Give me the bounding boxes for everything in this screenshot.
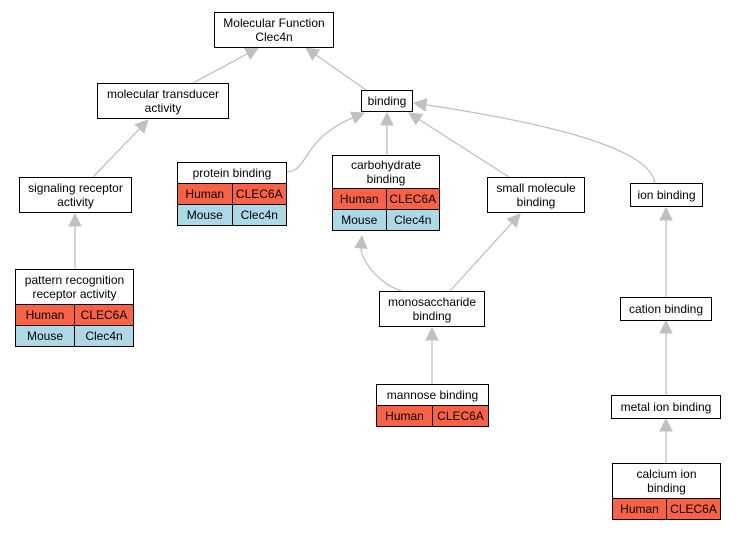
node-title: Molecular Function Clec4n <box>223 16 325 44</box>
node-binding[interactable]: binding <box>361 90 413 112</box>
gene-cell: CLEC6A <box>432 406 488 426</box>
annotation-row-human: Human CLEC6A <box>178 183 286 204</box>
node-title: protein binding <box>192 166 272 180</box>
node-title: calcium ion binding <box>636 467 697 495</box>
gene-cell: CLEC6A <box>231 184 287 204</box>
node-title: ion binding <box>637 188 696 202</box>
gene-cell: Clec4n <box>74 326 133 346</box>
node-title: metal ion binding <box>620 400 712 414</box>
edge-metal-ion-binding-to-cation-binding <box>659 319 673 395</box>
edge-pattern-recognition-to-signaling-receptor <box>68 212 82 269</box>
edge-ion-binding-to-binding <box>412 98 656 184</box>
node-metal-ion-binding[interactable]: metal ion binding <box>611 395 721 419</box>
edge-cation-binding-to-ion-binding <box>659 206 673 297</box>
edge-calcium-ion-binding-to-metal-ion-binding <box>659 417 673 463</box>
annotation-row-mouse: Mouse Clec4n <box>178 204 286 225</box>
gene-cell: Clec4n <box>231 205 287 225</box>
edge-binding-to-mf-root <box>305 47 367 91</box>
edge-small-molecule-binding-to-binding <box>408 112 510 178</box>
node-title: small molecule binding <box>496 181 576 209</box>
gene-cell: CLEC6A <box>385 189 440 209</box>
node-title: carbohydrate binding <box>350 158 422 186</box>
node-cation-binding[interactable]: cation binding <box>620 297 712 321</box>
species-cell: Human <box>339 192 379 206</box>
edge-signaling-receptor-to-mol-transducer <box>92 119 149 178</box>
annotation-row-human: Human CLEC6A <box>333 188 439 209</box>
node-title: mannose binding <box>386 388 479 402</box>
edge-mannose-binding-to-monosaccharide-binding <box>425 326 439 384</box>
node-title: signaling receptor activity <box>28 181 123 209</box>
species-cell: Mouse <box>186 208 223 222</box>
edge-monosaccharide-binding-to-carbohydrate-binding <box>354 234 403 292</box>
node-title: cation binding <box>628 302 704 316</box>
edge-mol-transducer-to-mf-root <box>192 47 259 84</box>
annotation-row-mouse: Mouse Clec4n <box>333 209 439 230</box>
edge-monosaccharide-binding-to-small-molecule-binding <box>449 213 521 292</box>
species-cell: Human <box>25 308 65 322</box>
species-cell: Mouse <box>26 329 64 343</box>
species-cell: Mouse <box>341 213 378 227</box>
species-cell: Human <box>385 409 424 423</box>
node-title: monosaccharide binding <box>387 295 477 323</box>
species-cell: Human <box>620 502 659 516</box>
edge-protein-binding-to-binding <box>286 111 366 173</box>
node-monosaccharide-binding[interactable]: monosaccharide binding <box>379 291 485 327</box>
node-mf-root[interactable]: Molecular Function Clec4n <box>214 12 334 48</box>
annotation-row-human: Human CLEC6A <box>613 498 720 519</box>
edge-carbohydrate-binding-to-binding <box>380 111 394 155</box>
annotation-row-human: Human CLEC6A <box>377 405 488 426</box>
species-cell: Human <box>185 187 225 201</box>
node-title: binding <box>367 94 407 108</box>
annotation-row-mouse: Mouse Clec4n <box>16 325 133 346</box>
gene-cell: Clec4n <box>385 210 440 230</box>
node-small-molecule-binding[interactable]: small molecule binding <box>487 177 585 213</box>
node-ion-binding[interactable]: ion binding <box>630 183 703 207</box>
gene-cell: CLEC6A <box>74 305 133 325</box>
node-title: molecular transducer activity <box>106 87 220 115</box>
annotation-row-human: Human CLEC6A <box>16 304 133 325</box>
node-signaling-receptor[interactable]: signaling receptor activity <box>19 177 132 213</box>
node-mol-transducer[interactable]: molecular transducer activity <box>97 83 229 119</box>
node-title: pattern recognition receptor activity <box>24 273 125 301</box>
gene-cell: CLEC6A <box>666 499 720 519</box>
